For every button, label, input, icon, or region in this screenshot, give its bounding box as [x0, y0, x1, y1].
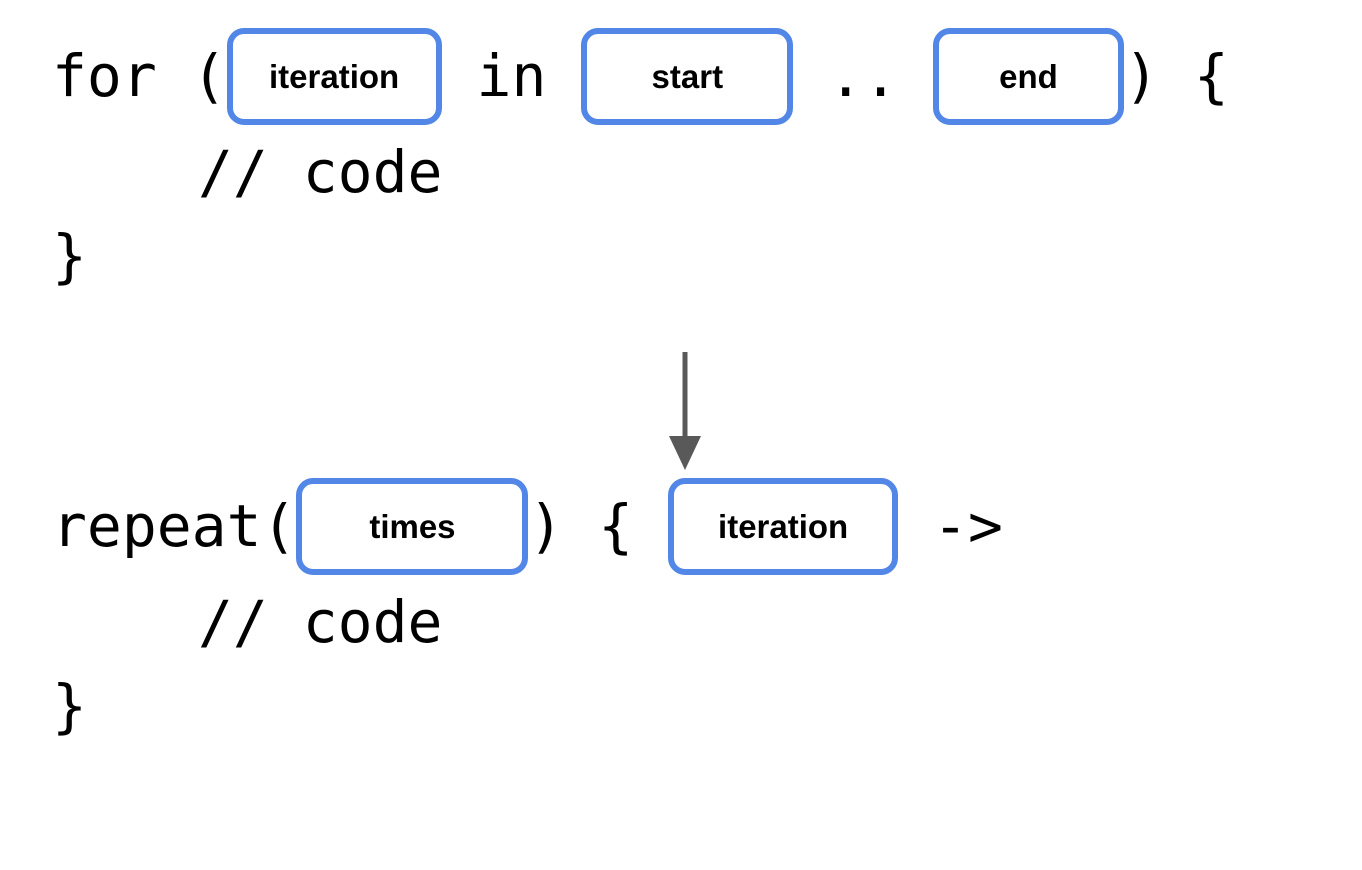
repeat-header-mid: ) { — [528, 492, 669, 560]
range-operator: .. — [793, 42, 933, 110]
comment-code-before: // code — [198, 138, 443, 206]
token-start[interactable]: start — [581, 27, 794, 125]
token-end[interactable]: end — [932, 27, 1124, 125]
code-block-repeat: repeat( times ) { iteration -> // code } — [0, 472, 1362, 748]
function-repeat: repeat( — [52, 492, 297, 560]
comment-code-after: // code — [198, 588, 443, 656]
lambda-arrow: -> — [898, 492, 1003, 560]
closing-brace-after: } — [52, 672, 87, 740]
code-block-for-loop: for ( iteration in start .. end ) { // c… — [0, 22, 1362, 298]
code-line-for-body: // code — [0, 130, 1362, 214]
closing-brace-before: } — [52, 222, 87, 290]
keyword-in: in — [441, 42, 582, 110]
code-line-for-close: } — [0, 214, 1362, 298]
token-iteration-lambda[interactable]: iteration — [668, 477, 899, 575]
code-line-repeat-close: } — [0, 664, 1362, 748]
token-iteration[interactable]: iteration — [226, 27, 442, 125]
code-line-repeat-body: // code — [0, 580, 1362, 664]
token-times[interactable]: times — [296, 477, 529, 575]
arrow-down-icon — [655, 352, 715, 472]
keyword-for: for ( — [52, 42, 227, 110]
code-line-repeat-header: repeat( times ) { iteration -> — [0, 472, 1362, 580]
code-line-for-header: for ( iteration in start .. end ) { — [0, 22, 1362, 130]
for-header-tail: ) { — [1123, 42, 1229, 110]
